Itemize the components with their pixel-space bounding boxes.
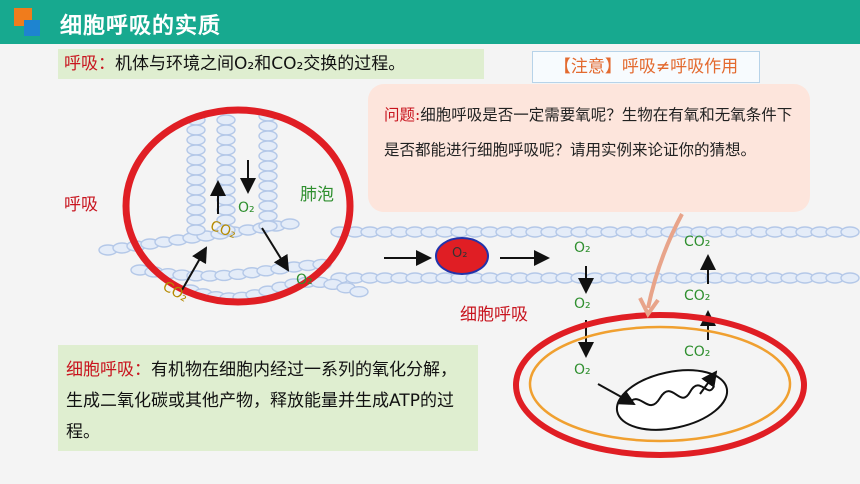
o2-label: O₂ (574, 362, 591, 378)
vessel-ring (258, 150, 278, 162)
cell-respiration-sep: ： (134, 360, 151, 380)
vessel-ring (258, 190, 278, 202)
respiration-sep: ： (98, 54, 115, 74)
o2-label: O₂ (238, 200, 255, 216)
cell-respiration-circle (513, 312, 807, 458)
o2-label-rbc: O₂ (452, 246, 468, 261)
callout-pointer (646, 213, 684, 309)
respiration-text: 机体与环境之间O₂和CO₂交换的过程。 (115, 54, 406, 74)
vessel-ring (258, 130, 278, 142)
vessel-ring (186, 154, 206, 166)
vessel-ring (186, 184, 206, 196)
co2-label: CO₂ (684, 234, 711, 250)
vessel-ring (216, 174, 236, 186)
respiration-definition: 呼吸：机体与环境之间O₂和CO₂交换的过程。 (58, 49, 484, 79)
vessel-ring (216, 144, 236, 156)
vessel-ring (186, 204, 206, 216)
vessel-ring (216, 154, 236, 166)
vessel-ring (349, 286, 369, 298)
vessel-ring (258, 170, 278, 182)
note-box: 【注意】呼吸≠呼吸作用 (532, 51, 760, 83)
vessel-ring (216, 194, 236, 206)
vessel-ring (258, 120, 278, 132)
vessel-ring (186, 174, 206, 186)
vessel-ring (186, 164, 206, 176)
vessel-ring (216, 224, 236, 236)
cell-respiration-definition: 细胞呼吸：有机物在细胞内经过一系列的氧化分解，生成二氧化碳或其他产物，释放能量并… (58, 345, 478, 451)
o2-label: O₂ (574, 240, 591, 256)
vessel-ring (258, 210, 278, 222)
vessel-ring (216, 204, 236, 216)
red-blood-cell (435, 237, 489, 275)
vessel-ring (216, 164, 236, 176)
vessel-ring (258, 140, 278, 152)
page-title: 细胞呼吸的实质 (60, 14, 222, 39)
alveolus-label: 肺泡 (300, 185, 334, 205)
vessel-ring (186, 144, 206, 156)
vessel-ring (216, 124, 236, 136)
callout-text: 细胞呼吸是否一定需要氧呢？生物在有氧和无氧条件下是否都能进行细胞呼吸呢？请用实例… (384, 106, 793, 159)
vessel-ring (258, 220, 278, 232)
cell-respiration-term: 细胞呼吸 (66, 360, 134, 380)
co2-label: CO₂ (684, 344, 711, 360)
vessel-ring (258, 200, 278, 212)
respiration-label: 呼吸 (64, 195, 98, 215)
callout-label: 问题: (384, 106, 421, 124)
vessel-ring (840, 272, 860, 284)
vessel-ring (258, 180, 278, 192)
vessel-ring (186, 224, 206, 236)
respiration-term: 呼吸 (64, 54, 98, 74)
vessel-ring (186, 134, 206, 146)
title-bar: 细胞呼吸的实质 (0, 0, 860, 44)
logo-blue-square (24, 20, 40, 36)
vessel-ring (186, 194, 206, 206)
vessel-ring (840, 226, 860, 238)
respiration-circle (122, 106, 354, 306)
cell-membrane (528, 325, 792, 443)
vessel-ring (216, 134, 236, 146)
co2-label: CO₂ (684, 288, 711, 304)
question-callout: 问题:细胞呼吸是否一定需要氧呢？生物在有氧和无氧条件下是否都能进行细胞呼吸呢？请… (368, 84, 810, 212)
vessel-ring (186, 124, 206, 136)
cell-respiration-label: 细胞呼吸 (460, 305, 528, 325)
vessel-ring (258, 160, 278, 172)
vessel-ring (216, 184, 236, 196)
vessel-ring (280, 218, 300, 230)
o2-label: O₂ (574, 296, 591, 312)
vessel-ring (216, 114, 236, 126)
cell-respiration-text: 有机物在细胞内经过一系列的氧化分解，生成二氧化碳或其他产物，释放能量并生成ATP… (66, 360, 457, 442)
o2-label: O₂ (296, 272, 313, 288)
vessel-ring (186, 214, 206, 226)
